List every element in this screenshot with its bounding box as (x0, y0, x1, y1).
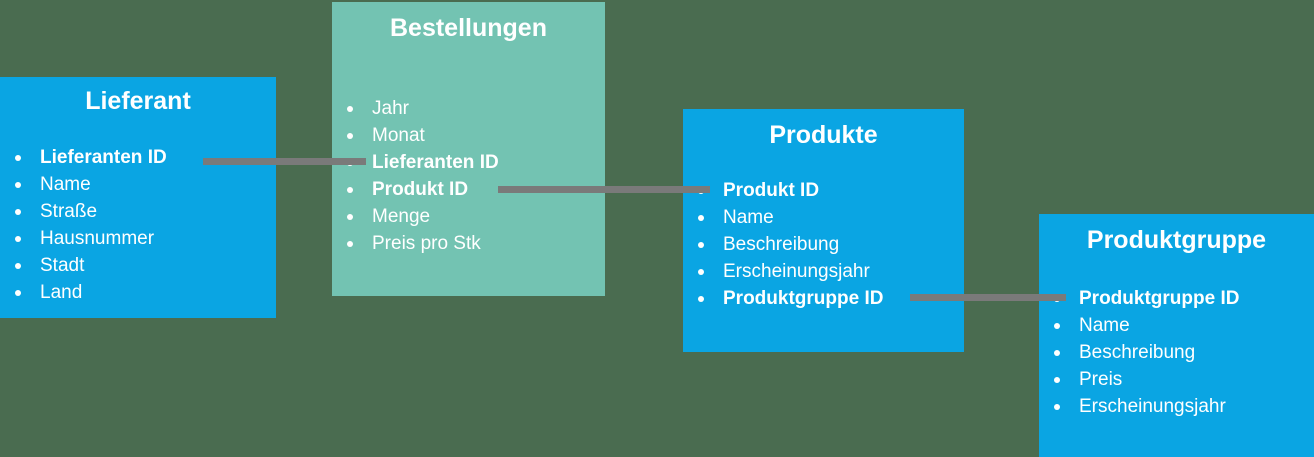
field-label: Produkt ID (723, 179, 820, 201)
field-row-name: Name (683, 204, 964, 231)
bullet-icon (347, 213, 353, 220)
field-label: Land (40, 281, 83, 303)
field-row-produktgruppe-id: Produktgruppe ID (1039, 285, 1314, 312)
bullet-icon (347, 240, 353, 247)
bullet-icon (15, 289, 21, 296)
entity-bestellungen-title: Bestellungen (390, 14, 547, 42)
entity-produktgruppe-title: Produktgruppe (1086, 226, 1267, 254)
field-label: Name (723, 206, 774, 228)
field-label: Hausnummer (40, 227, 155, 249)
field-label: Lieferanten ID (40, 146, 167, 168)
field-row-monat: Monat (332, 122, 605, 149)
field-label: Produkt ID (372, 178, 469, 200)
field-label: Stadt (40, 254, 85, 276)
bullet-icon (15, 235, 21, 242)
field-row-menge: Menge (332, 203, 605, 230)
field-row-erscheinungsjahr: Erscheinungsjahr (683, 258, 964, 285)
field-row-straße: Straße (0, 198, 276, 225)
field-row-name: Name (1039, 312, 1314, 339)
field-row-produktgruppe-id: Produktgruppe ID (683, 285, 964, 312)
bullet-icon (1054, 322, 1060, 329)
entity-produkte-title: Produkte (769, 121, 878, 149)
bullet-icon (698, 295, 704, 302)
field-label: Erscheinungsjahr (1079, 395, 1226, 417)
field-row-lieferanten-id: Lieferanten ID (0, 144, 276, 171)
field-row-hausnummer: Hausnummer (0, 225, 276, 252)
field-row-produkt-id: Produkt ID (683, 177, 964, 204)
field-row-land: Land (0, 279, 276, 306)
bullet-icon (1054, 403, 1060, 410)
bullet-icon (698, 268, 704, 275)
field-row-preis: Preis (1039, 366, 1314, 393)
field-row-jahr: Jahr (332, 95, 605, 122)
bullet-icon (15, 181, 21, 188)
field-row-beschreibung: Beschreibung (1039, 339, 1314, 366)
connector-lieferant-bestellungen (203, 158, 366, 165)
field-row-stadt: Stadt (0, 252, 276, 279)
field-label: Name (40, 173, 91, 195)
field-label: Monat (372, 124, 425, 146)
bullet-icon (1054, 376, 1060, 383)
field-label: Lieferanten ID (372, 151, 499, 173)
field-label: Beschreibung (1079, 341, 1196, 363)
bullet-icon (347, 105, 353, 112)
bullet-icon (1054, 349, 1060, 356)
field-label: Jahr (372, 97, 409, 119)
entity-lieferant-title: Lieferant (85, 87, 191, 115)
bullet-icon (698, 214, 704, 221)
bullet-icon (15, 154, 21, 161)
bullet-icon (347, 132, 353, 139)
field-row-lieferanten-id: Lieferanten ID (332, 149, 605, 176)
field-label: Straße (40, 200, 98, 222)
field-row-beschreibung: Beschreibung (683, 231, 964, 258)
field-label: Preis (1079, 368, 1123, 390)
field-label: Erscheinungsjahr (723, 260, 870, 282)
field-row-produkt-id: Produkt ID (332, 176, 605, 203)
field-row-name: Name (0, 171, 276, 198)
field-label: Preis pro Stk (372, 232, 481, 254)
bullet-icon (698, 241, 704, 248)
connector-bestellungen-produkte (498, 186, 710, 193)
field-label: Produktgruppe ID (1079, 287, 1240, 309)
bullet-icon (15, 208, 21, 215)
field-label: Produktgruppe ID (723, 287, 884, 309)
field-label: Menge (372, 205, 431, 227)
field-label: Beschreibung (723, 233, 840, 255)
field-row-preis-pro-stk: Preis pro Stk (332, 230, 605, 257)
field-label: Name (1079, 314, 1130, 336)
field-row-erscheinungsjahr: Erscheinungsjahr (1039, 393, 1314, 420)
bullet-icon (15, 262, 21, 269)
connector-produkte-produktgruppe (910, 294, 1066, 301)
bullet-icon (347, 186, 353, 193)
